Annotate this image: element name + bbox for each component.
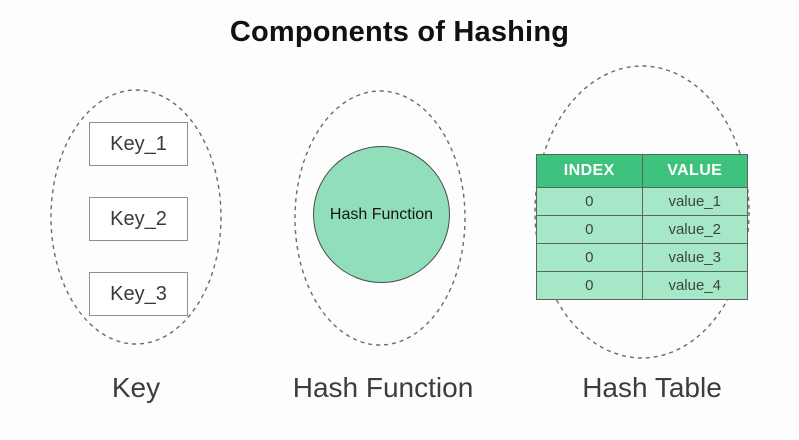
hash-table-group-label: Hash Table [582,372,722,403]
table-cell-index: 0 [536,187,643,216]
table-row: 0 value_2 [536,215,748,244]
hash-table-header-index: INDEX [536,154,643,188]
key-box-1: Key_1 [89,122,188,166]
key-box-3-label: Key_3 [110,282,167,305]
hash-table-header-row: INDEX VALUE [536,154,748,188]
key-box-1-label: Key_1 [110,132,167,155]
hash-table: INDEX VALUE 0 value_1 0 value_2 0 value_… [536,154,748,300]
table-row: 0 value_4 [536,271,748,300]
table-cell-value: value_3 [641,243,748,272]
table-row: 0 value_1 [536,187,748,216]
table-cell-index: 0 [536,215,643,244]
key-group-label: Key [111,372,161,403]
key-box-3: Key_3 [89,272,188,316]
hash-function-circle-label: Hash Function [329,205,434,223]
table-cell-index: 0 [536,271,643,300]
hash-function-group-label: Hash Function [292,372,474,403]
table-row: 0 value_3 [536,243,748,272]
key-box-2: Key_2 [89,197,188,241]
hash-function-circle: Hash Function [313,146,450,283]
table-cell-value: value_2 [641,215,748,244]
hash-table-header-value: VALUE [641,154,748,188]
table-cell-value: value_4 [641,271,748,300]
table-cell-value: value_1 [641,187,748,216]
table-cell-index: 0 [536,243,643,272]
diagram-title: Components of Hashing [229,16,570,48]
key-box-2-label: Key_2 [110,207,167,230]
